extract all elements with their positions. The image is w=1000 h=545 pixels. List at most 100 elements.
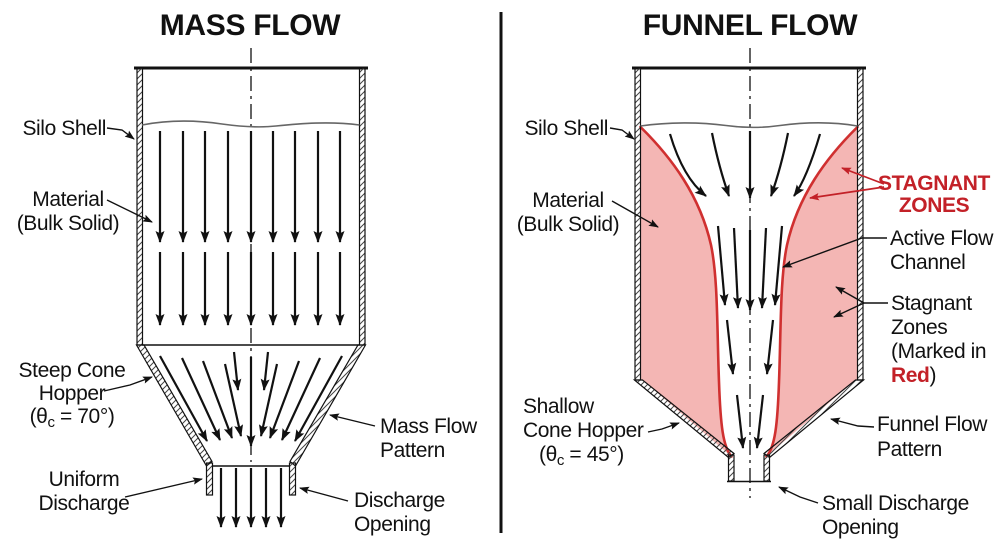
flow-arrow <box>258 363 279 437</box>
active-flow-label-line2: Channel <box>890 251 965 274</box>
material-surface-line <box>640 122 858 129</box>
stagnant-zones-leader-upper <box>841 167 885 185</box>
silo-wall-left <box>634 67 642 381</box>
active-flow-label-line1: Active Flow <box>890 227 994 250</box>
channel-arrows-lower <box>725 319 775 449</box>
theta-post: = 70°) <box>55 405 115 428</box>
funnel-flow-title: FUNNEL FLOW <box>643 9 858 42</box>
flow-arrow <box>668 133 707 197</box>
flow-arrow <box>201 360 234 439</box>
stagnant-detail-label-line4: Red) <box>891 364 936 387</box>
discharge-opening-label-line1: Discharge <box>354 489 445 512</box>
hopper-arrows <box>159 351 343 447</box>
channel-arrows-middle <box>716 225 784 311</box>
mass-flow-panel: MASS FLOW <box>17 9 479 536</box>
small-discharge-label-line2: Opening <box>822 516 899 539</box>
uniform-discharge-leader <box>124 477 203 498</box>
flow-pattern-label-line1: Funnel Flow <box>877 413 988 436</box>
theta-sub: c <box>47 414 55 431</box>
flow-arrows-upper <box>155 131 345 243</box>
spout-wall-left <box>727 454 735 482</box>
flow-channel-edge-left <box>639 125 733 458</box>
spout-wall-left <box>205 462 214 496</box>
spout-wall-right <box>763 454 771 482</box>
stagnant-detail-label-line2: Zones <box>891 316 947 339</box>
hopper-leader <box>103 376 153 392</box>
theta-pre: (θ <box>30 405 48 428</box>
hopper-theta-label: (θc = 70°) <box>30 405 115 431</box>
discharge-opening-label-line2: Opening <box>354 513 431 536</box>
stagnant-zones-leader-lower <box>809 186 885 201</box>
hopper-wall-right <box>763 379 866 459</box>
flow-arrow <box>735 394 747 449</box>
theta-pre: (θ <box>539 443 557 466</box>
flow-arrow <box>753 394 765 449</box>
hopper-wall-right <box>289 344 367 467</box>
hopper-label-line1: Steep Cone <box>19 359 126 382</box>
silo-shell-label: Silo Shell <box>22 117 106 140</box>
material-label-line1: Material <box>32 188 104 211</box>
flow-arrow <box>281 357 321 441</box>
flow-arrow <box>763 319 775 375</box>
hopper-label-line1: Shallow <box>523 395 595 418</box>
stagnant-zone-right <box>766 127 858 457</box>
stagnant-zone-left <box>640 127 732 457</box>
silo-shell-label: Silo Shell <box>524 117 608 140</box>
material-surface-line <box>141 120 360 128</box>
flow-pattern-leader <box>830 417 875 428</box>
red-word: Red <box>891 364 929 387</box>
material-leader <box>106 199 153 223</box>
flow-arrow <box>758 227 768 309</box>
material-leader <box>611 200 659 228</box>
flow-arrow <box>771 225 784 306</box>
flow-arrows-lower <box>155 252 345 326</box>
channel-arrows-upper <box>668 131 822 199</box>
flow-pattern-label-line2: Pattern <box>380 439 445 462</box>
hopper-leader <box>647 422 680 433</box>
flow-arrow <box>725 319 737 375</box>
flow-pattern-label-line2: Pattern <box>877 438 942 461</box>
stagnant-detail-label-line1: Stagnant <box>891 292 972 315</box>
uniform-discharge-label-line2: Discharge <box>39 492 130 515</box>
mass-flow-title: MASS FLOW <box>160 9 342 42</box>
flow-arrow <box>223 363 244 437</box>
hopper-wall-left <box>632 379 735 459</box>
flow-arrow <box>716 225 729 306</box>
flow-arrow <box>268 360 301 439</box>
silo-wall-right <box>856 67 864 381</box>
silo-shell-leader <box>106 127 135 140</box>
material-label-line2: (Bulk Solid) <box>17 212 120 235</box>
close-paren: ) <box>929 364 936 387</box>
uniform-discharge-label-line1: Uniform <box>49 468 120 491</box>
flow-arrow <box>232 351 242 391</box>
theta-post: = 45°) <box>564 443 624 466</box>
flow-arrow <box>793 133 822 197</box>
stagnant-zones-title-line2: ZONES <box>899 194 970 217</box>
discharge-opening-leader <box>299 486 349 502</box>
flow-arrow <box>710 132 731 197</box>
material-label-line1: Material <box>532 189 604 212</box>
discharge-arrows <box>216 468 286 528</box>
flow-pattern-leader <box>329 413 376 427</box>
flow-arrow <box>260 351 270 391</box>
spout-wall-right <box>288 462 297 496</box>
theta-sub: c <box>557 452 565 469</box>
active-flow-leader <box>782 237 887 268</box>
hopper-theta-label: (θc = 45°) <box>539 443 624 469</box>
stagnant-zones-title-line1: STAGNANT <box>878 172 990 195</box>
flow-channel-edge-right <box>765 125 859 458</box>
flow-arrow <box>294 355 343 442</box>
silo-wall-right <box>358 67 366 346</box>
silo-wall-left <box>136 67 144 346</box>
flow-arrow <box>181 357 221 441</box>
flow-pattern-label-line1: Mass Flow <box>380 415 478 438</box>
hopper-wall-left <box>135 344 213 467</box>
silo-shell-leader <box>609 127 635 140</box>
flow-arrow <box>732 227 742 309</box>
stagnant-detail-leader-lower <box>833 302 865 318</box>
hopper-label-line2: Hopper <box>39 382 106 405</box>
funnel-flow-panel: FUNNEL FLOW <box>517 9 995 539</box>
material-label-line2: (Bulk Solid) <box>517 213 620 236</box>
